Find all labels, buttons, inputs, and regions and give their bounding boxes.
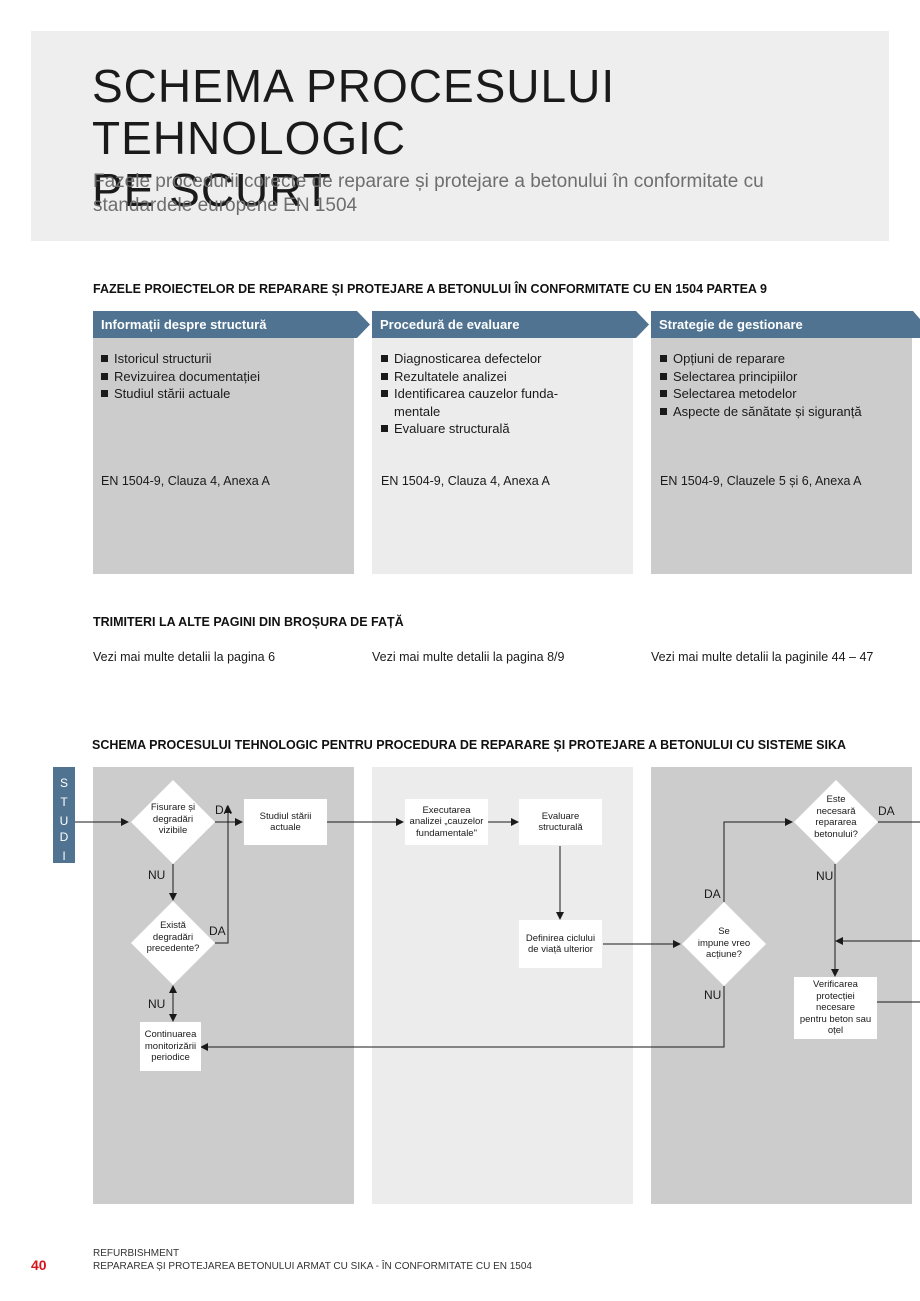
flow-heading: SCHEMA PROCESULUI TEHNOLOGIC PENTRU PROC… bbox=[92, 738, 846, 752]
phases-heading: FAZELE PROIECTELOR DE REPARARE ȘI PROTEJ… bbox=[93, 282, 767, 296]
bullet-item: Opțiuni de reparare bbox=[660, 350, 910, 368]
page-number: 40 bbox=[31, 1257, 47, 1273]
label-no: NU bbox=[148, 997, 166, 1011]
tab-letter: S bbox=[59, 776, 68, 790]
label-yes: DA bbox=[878, 804, 895, 818]
tab-letter: U bbox=[59, 814, 69, 828]
label-no: NU bbox=[148, 868, 166, 882]
phase-3-bullets: Opțiuni de reparare Selectarea principii… bbox=[660, 350, 910, 420]
footer-document-title: REPARAREA ȘI PROTEJAREA BETONULUI ARMAT … bbox=[93, 1261, 532, 1272]
bullet-item: Aspecte de sănătate și siguranță bbox=[660, 403, 910, 421]
bullet-item: Selectarea metodelor bbox=[660, 385, 910, 403]
decision-diamond bbox=[131, 780, 215, 864]
bullet-item: Studiul stării actuale bbox=[101, 385, 351, 403]
footer-section-name: REFURBISHMENT bbox=[93, 1248, 180, 1259]
phase-header-3: Strategie de gestionare bbox=[651, 311, 920, 338]
studiu-tab: S T U D I bbox=[53, 767, 75, 863]
decision-diamond bbox=[131, 901, 215, 985]
arrow-bar-shape bbox=[651, 311, 920, 338]
phase-header-1: Informații despre structură bbox=[93, 311, 371, 338]
tab-letter: T bbox=[60, 795, 68, 809]
decision-diamond bbox=[794, 780, 878, 864]
decision-diamond bbox=[682, 902, 766, 986]
crossref-item: Vezi mai multe detalii la pagina 6 bbox=[93, 650, 276, 664]
phase-3-reference: EN 1504-9, Clauzele 5 și 6, Anexa A bbox=[660, 474, 862, 488]
bullet-item: Selectarea principiilor bbox=[660, 368, 910, 386]
label-yes: DA bbox=[704, 887, 721, 901]
bullet-item: Evaluare structurală bbox=[381, 420, 631, 438]
label-yes: DA bbox=[215, 803, 232, 817]
label-no: NU bbox=[816, 869, 834, 883]
bullet-item: Istoricul structurii bbox=[101, 350, 351, 368]
crossref-item: Vezi mai multe detalii la pagina 8/9 bbox=[372, 650, 565, 664]
tab-letter: I bbox=[62, 849, 66, 863]
crossref-item: Vezi mai multe detalii la paginile 44 – … bbox=[651, 650, 874, 664]
label-yes: DA bbox=[209, 924, 226, 938]
phase-column-2 bbox=[372, 338, 633, 574]
bullet-item: Diagnosticarea defectelor bbox=[381, 350, 631, 368]
bullet-item: Revizuirea documentației bbox=[101, 368, 351, 386]
arrow-bar-shape bbox=[93, 311, 370, 338]
bullet-item: Identificarea cauzelor funda-mentale bbox=[381, 385, 631, 420]
flow-connectors bbox=[75, 780, 920, 1051]
page-subtitle: Fazele procedurii corecte de reparare și… bbox=[93, 171, 764, 216]
header-panel bbox=[31, 31, 889, 241]
crossref-heading: TRIMITERI LA ALTE PAGINI DIN BROȘURA DE … bbox=[93, 615, 404, 629]
phase-1-bullets: Istoricul structurii Revizuirea document… bbox=[101, 350, 351, 403]
label-no: NU bbox=[704, 988, 722, 1002]
phase-header-2: Procedură de evaluare bbox=[372, 311, 650, 338]
phase-2-bullets: Diagnosticarea defectelor Rezultatele an… bbox=[381, 350, 631, 438]
bullet-item: Rezultatele analizei bbox=[381, 368, 631, 386]
tab-letter: D bbox=[59, 830, 69, 844]
phase-2-reference: EN 1504-9, Clauza 4, Anexa A bbox=[381, 474, 550, 488]
phase-column-3 bbox=[651, 338, 912, 574]
arrow-bar-shape bbox=[372, 311, 649, 338]
phase-1-reference: EN 1504-9, Clauza 4, Anexa A bbox=[101, 474, 270, 488]
phase-column-1 bbox=[93, 338, 354, 574]
